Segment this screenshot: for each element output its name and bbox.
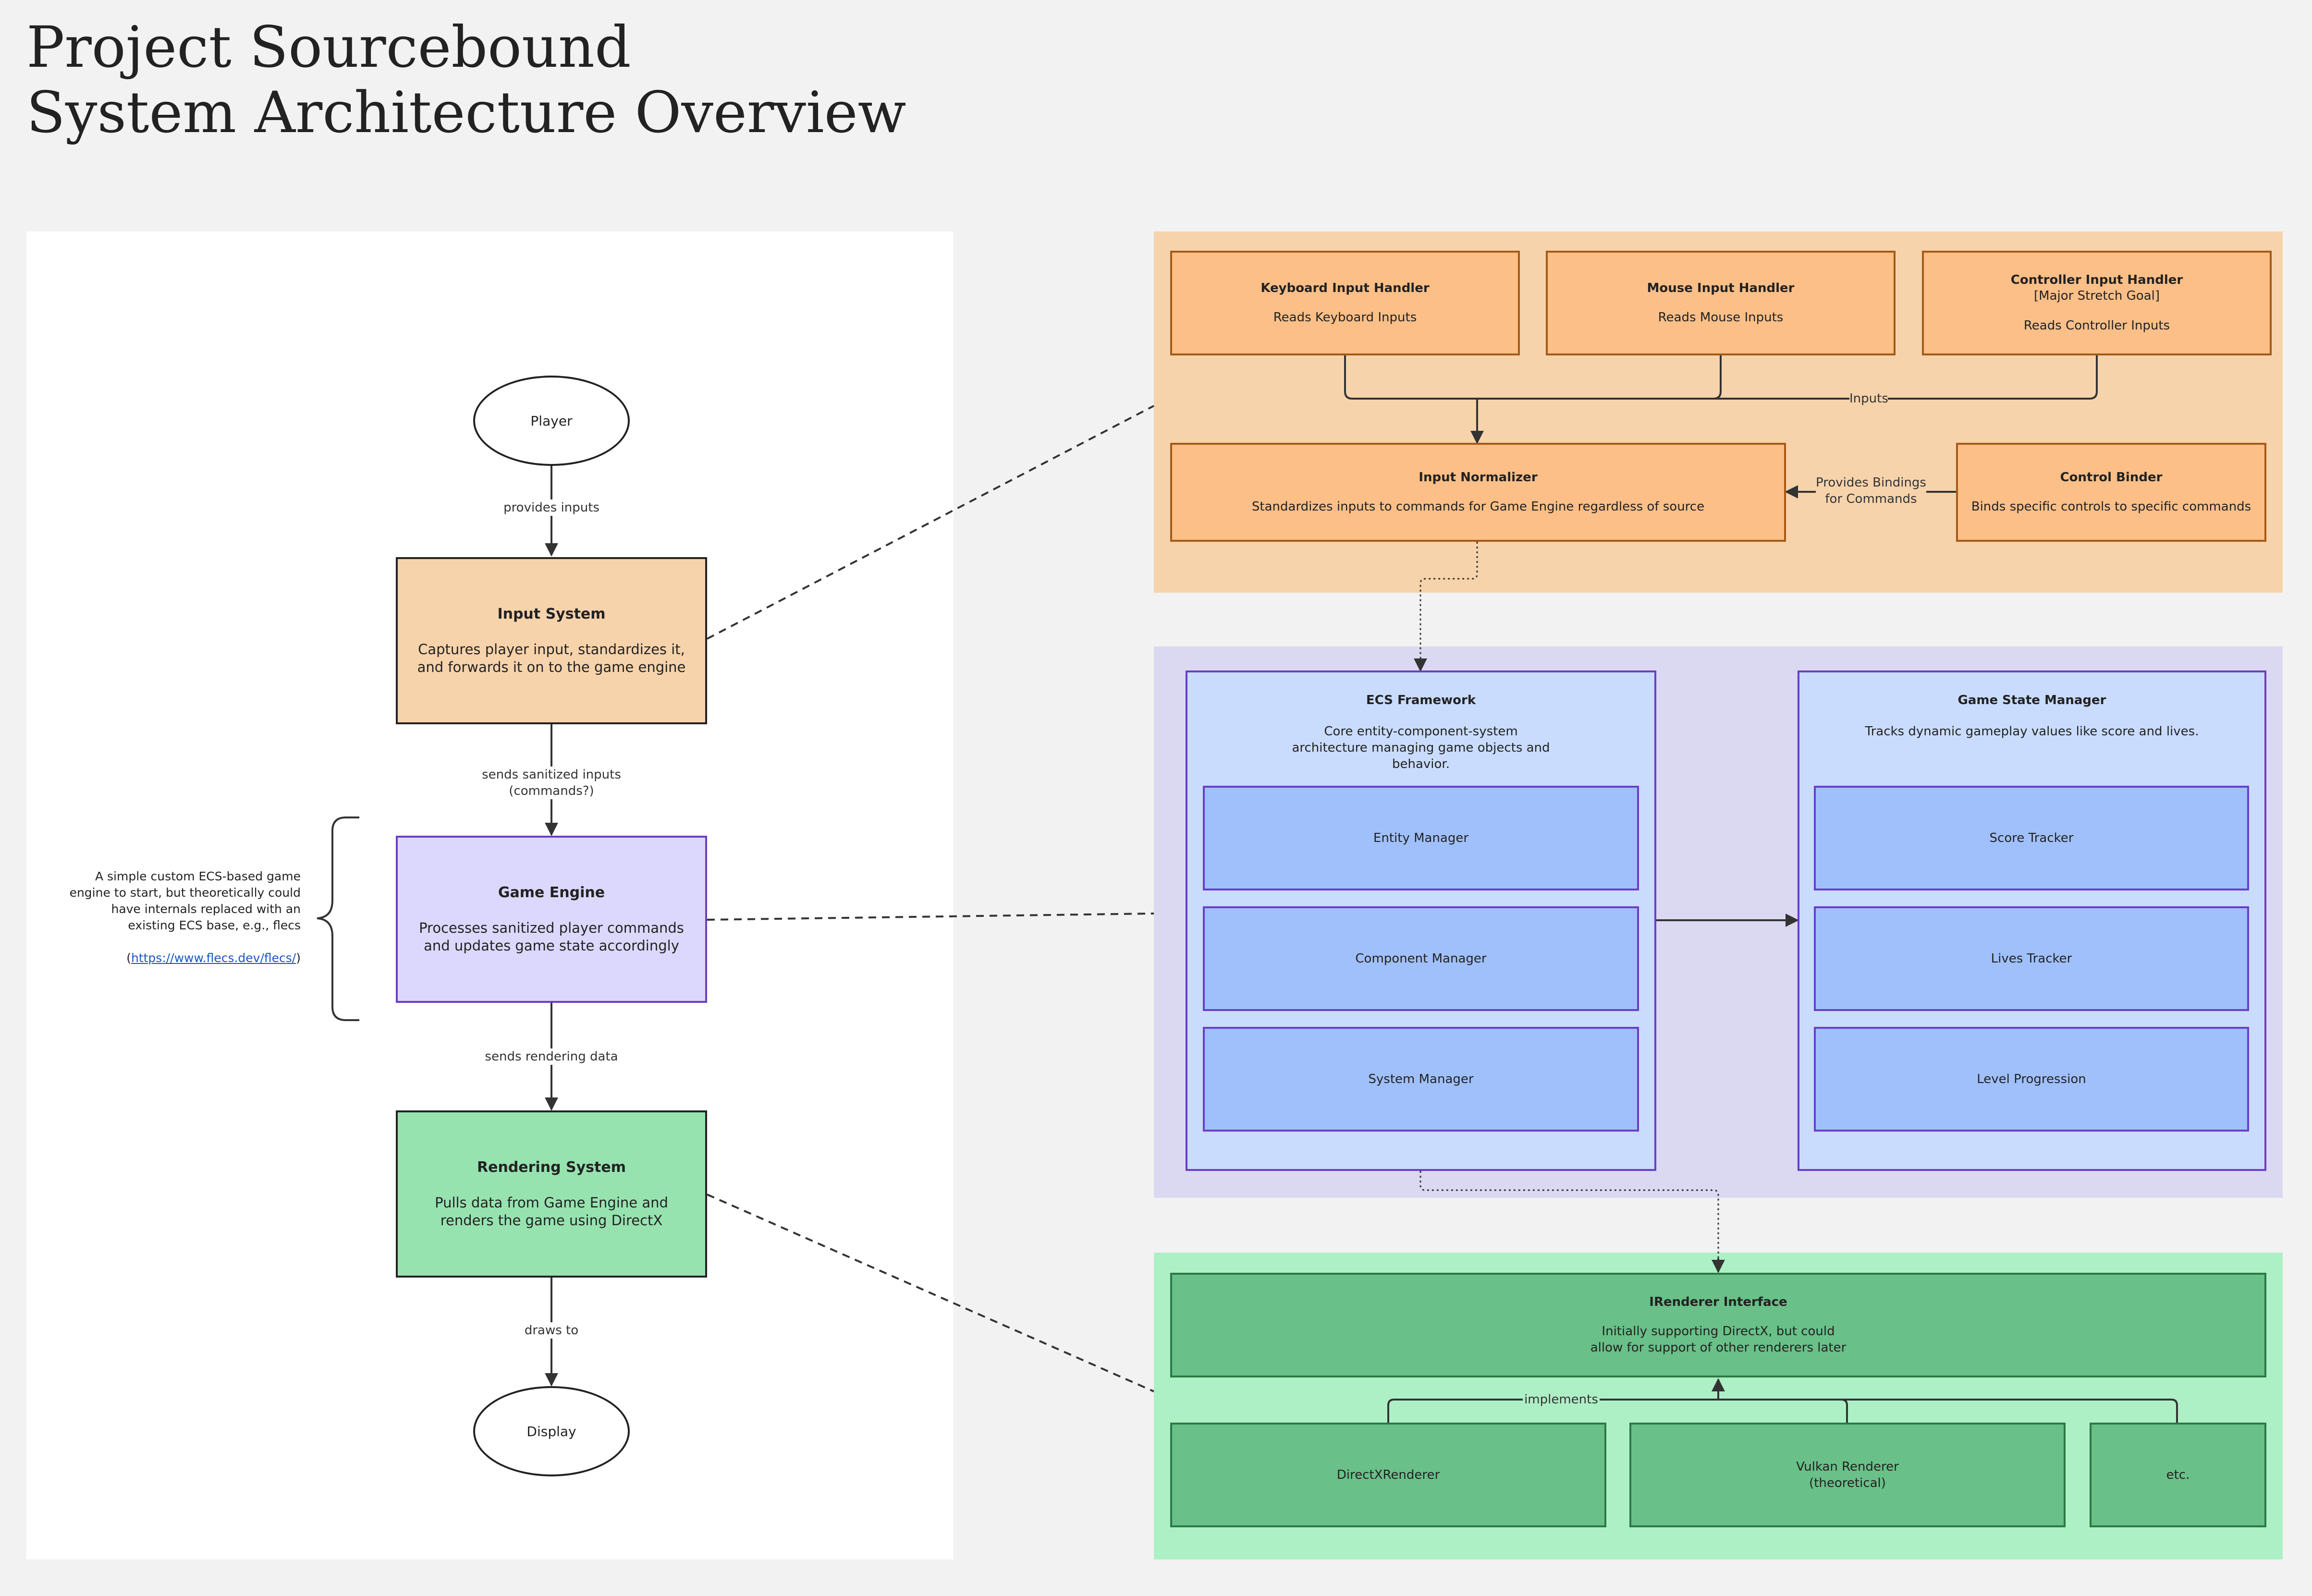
system-manager-label: System Manager bbox=[1368, 1072, 1474, 1086]
mouse-title: Mouse Input Handler bbox=[1647, 281, 1795, 295]
input-system-title: Input System bbox=[497, 606, 606, 622]
ecs-renderer-dotted bbox=[1419, 1171, 1719, 1266]
draws-to-label: draws to bbox=[514, 1322, 589, 1339]
normalizer-desc: Standardizes inputs to commands for Game… bbox=[1251, 500, 1705, 514]
lives-tracker-label: Lives Tracker bbox=[1991, 951, 2072, 966]
system-manager: System Manager bbox=[1203, 1027, 1639, 1132]
binder-desc: Binds specific controls to specific comm… bbox=[1971, 500, 2251, 514]
input-normalizer: Input Normalizer Standardizes inputs to … bbox=[1170, 443, 1786, 542]
sends-sanitized-label: sends sanitized inputs (commands?) bbox=[471, 767, 632, 799]
score-tracker: Score Tracker bbox=[1814, 786, 2249, 890]
binder-title: Control Binder bbox=[2060, 470, 2163, 485]
level-progression: Level Progression bbox=[1814, 1027, 2249, 1132]
ecs-title: ECS Framework bbox=[1366, 693, 1476, 707]
etc-renderer: etc. bbox=[2090, 1423, 2266, 1527]
entity-manager-label: Entity Manager bbox=[1373, 831, 1469, 845]
display-label: Display bbox=[526, 1423, 576, 1439]
player-label: Player bbox=[530, 413, 573, 429]
directx-label: DirectXRenderer bbox=[1336, 1468, 1440, 1482]
page-title: Project Sourcebound System Architecture … bbox=[26, 14, 906, 145]
display-node: Display bbox=[473, 1386, 630, 1476]
title-line-2: System Architecture Overview bbox=[26, 79, 906, 146]
rendering-system-desc: Pulls data from Game Engine and renders … bbox=[435, 1194, 668, 1229]
score-tracker-label: Score Tracker bbox=[1989, 831, 2074, 845]
directx-renderer: DirectXRenderer bbox=[1170, 1423, 1606, 1527]
vulkan-sub-label: (theoretical) bbox=[1809, 1476, 1886, 1490]
ecs-desc: Core entity-component-system architectur… bbox=[1292, 724, 1550, 771]
input-system-desc: Captures player input, standardizes it, … bbox=[417, 641, 686, 675]
component-manager-label: Component Manager bbox=[1355, 951, 1487, 966]
player-node: Player bbox=[473, 376, 630, 466]
engine-note-link-line: (https://www.flecs.dev/flecs/) bbox=[126, 951, 301, 965]
bindings-label: Provides Bindings for Commands bbox=[1816, 475, 1926, 507]
irenderer-interface: IRenderer Interface Initially supporting… bbox=[1170, 1273, 2266, 1377]
normalizer-ecs-dotted bbox=[1419, 542, 1478, 670]
normalizer-title: Input Normalizer bbox=[1419, 470, 1538, 485]
inputs-label: Inputs bbox=[1849, 390, 1888, 407]
entity-manager: Entity Manager bbox=[1203, 786, 1639, 890]
game-engine-box: Game Engine Processes sanitized player c… bbox=[396, 836, 707, 1003]
controller-input-handler: Controller Input Handler [Major Stretch … bbox=[1922, 251, 2272, 355]
lives-tracker: Lives Tracker bbox=[1814, 906, 2249, 1011]
implements-label: implements bbox=[1523, 1391, 1600, 1408]
keyboard-input-handler: Keyboard Input Handler Reads Keyboard In… bbox=[1170, 251, 1520, 355]
gsm-title: Game State Manager bbox=[1957, 693, 2106, 707]
input-system-box: Input System Captures player input, stan… bbox=[396, 557, 707, 724]
controller-sub: [Major Stretch Goal] bbox=[2034, 289, 2160, 303]
irenderer-title: IRenderer Interface bbox=[1649, 1295, 1787, 1309]
etc-label: etc. bbox=[2166, 1468, 2190, 1482]
zoom-line-engine bbox=[707, 913, 1154, 921]
level-progression-label: Level Progression bbox=[1977, 1072, 2086, 1086]
game-engine-desc: Processes sanitized player commands and … bbox=[419, 920, 684, 954]
engine-brace bbox=[317, 816, 359, 1021]
sends-rendering-label: sends rendering data bbox=[476, 1048, 627, 1065]
component-manager: Component Manager bbox=[1203, 906, 1639, 1011]
title-line-1: Project Sourcebound bbox=[26, 14, 631, 80]
controller-desc: Reads Controller Inputs bbox=[2023, 318, 2170, 333]
mouse-input-handler: Mouse Input Handler Reads Mouse Inputs bbox=[1546, 251, 1896, 355]
irenderer-desc: Initially supporting DirectX, but could … bbox=[1590, 1324, 1847, 1355]
vulkan-label: Vulkan Renderer bbox=[1796, 1460, 1899, 1474]
control-binder: Control Binder Binds specific controls t… bbox=[1956, 443, 2266, 542]
flecs-link[interactable]: https://www.flecs.dev/flecs/ bbox=[131, 951, 296, 965]
keyboard-title: Keyboard Input Handler bbox=[1260, 281, 1430, 295]
rendering-system-title: Rendering System bbox=[477, 1159, 626, 1176]
controller-title: Controller Input Handler bbox=[2010, 273, 2183, 287]
provides-inputs-label: provides inputs bbox=[480, 500, 623, 516]
gsm-desc: Tracks dynamic gameplay values like scor… bbox=[1865, 724, 2199, 739]
rendering-system-box: Rendering System Pulls data from Game En… bbox=[396, 1110, 707, 1278]
game-engine-title: Game Engine bbox=[498, 884, 605, 901]
engine-note: A simple custom ECS-based game engine to… bbox=[67, 868, 301, 966]
zoom-line-render bbox=[707, 1194, 1154, 1392]
zoom-line-input bbox=[707, 405, 1154, 640]
implements-lines bbox=[1387, 1383, 2178, 1423]
vulkan-renderer: Vulkan Renderer (theoretical) bbox=[1629, 1423, 2066, 1527]
mouse-desc: Reads Mouse Inputs bbox=[1658, 310, 1784, 325]
engine-note-text: A simple custom ECS-based game engine to… bbox=[69, 869, 301, 932]
keyboard-desc: Reads Keyboard Inputs bbox=[1273, 310, 1417, 325]
inputs-merge-lines bbox=[1344, 355, 2098, 439]
